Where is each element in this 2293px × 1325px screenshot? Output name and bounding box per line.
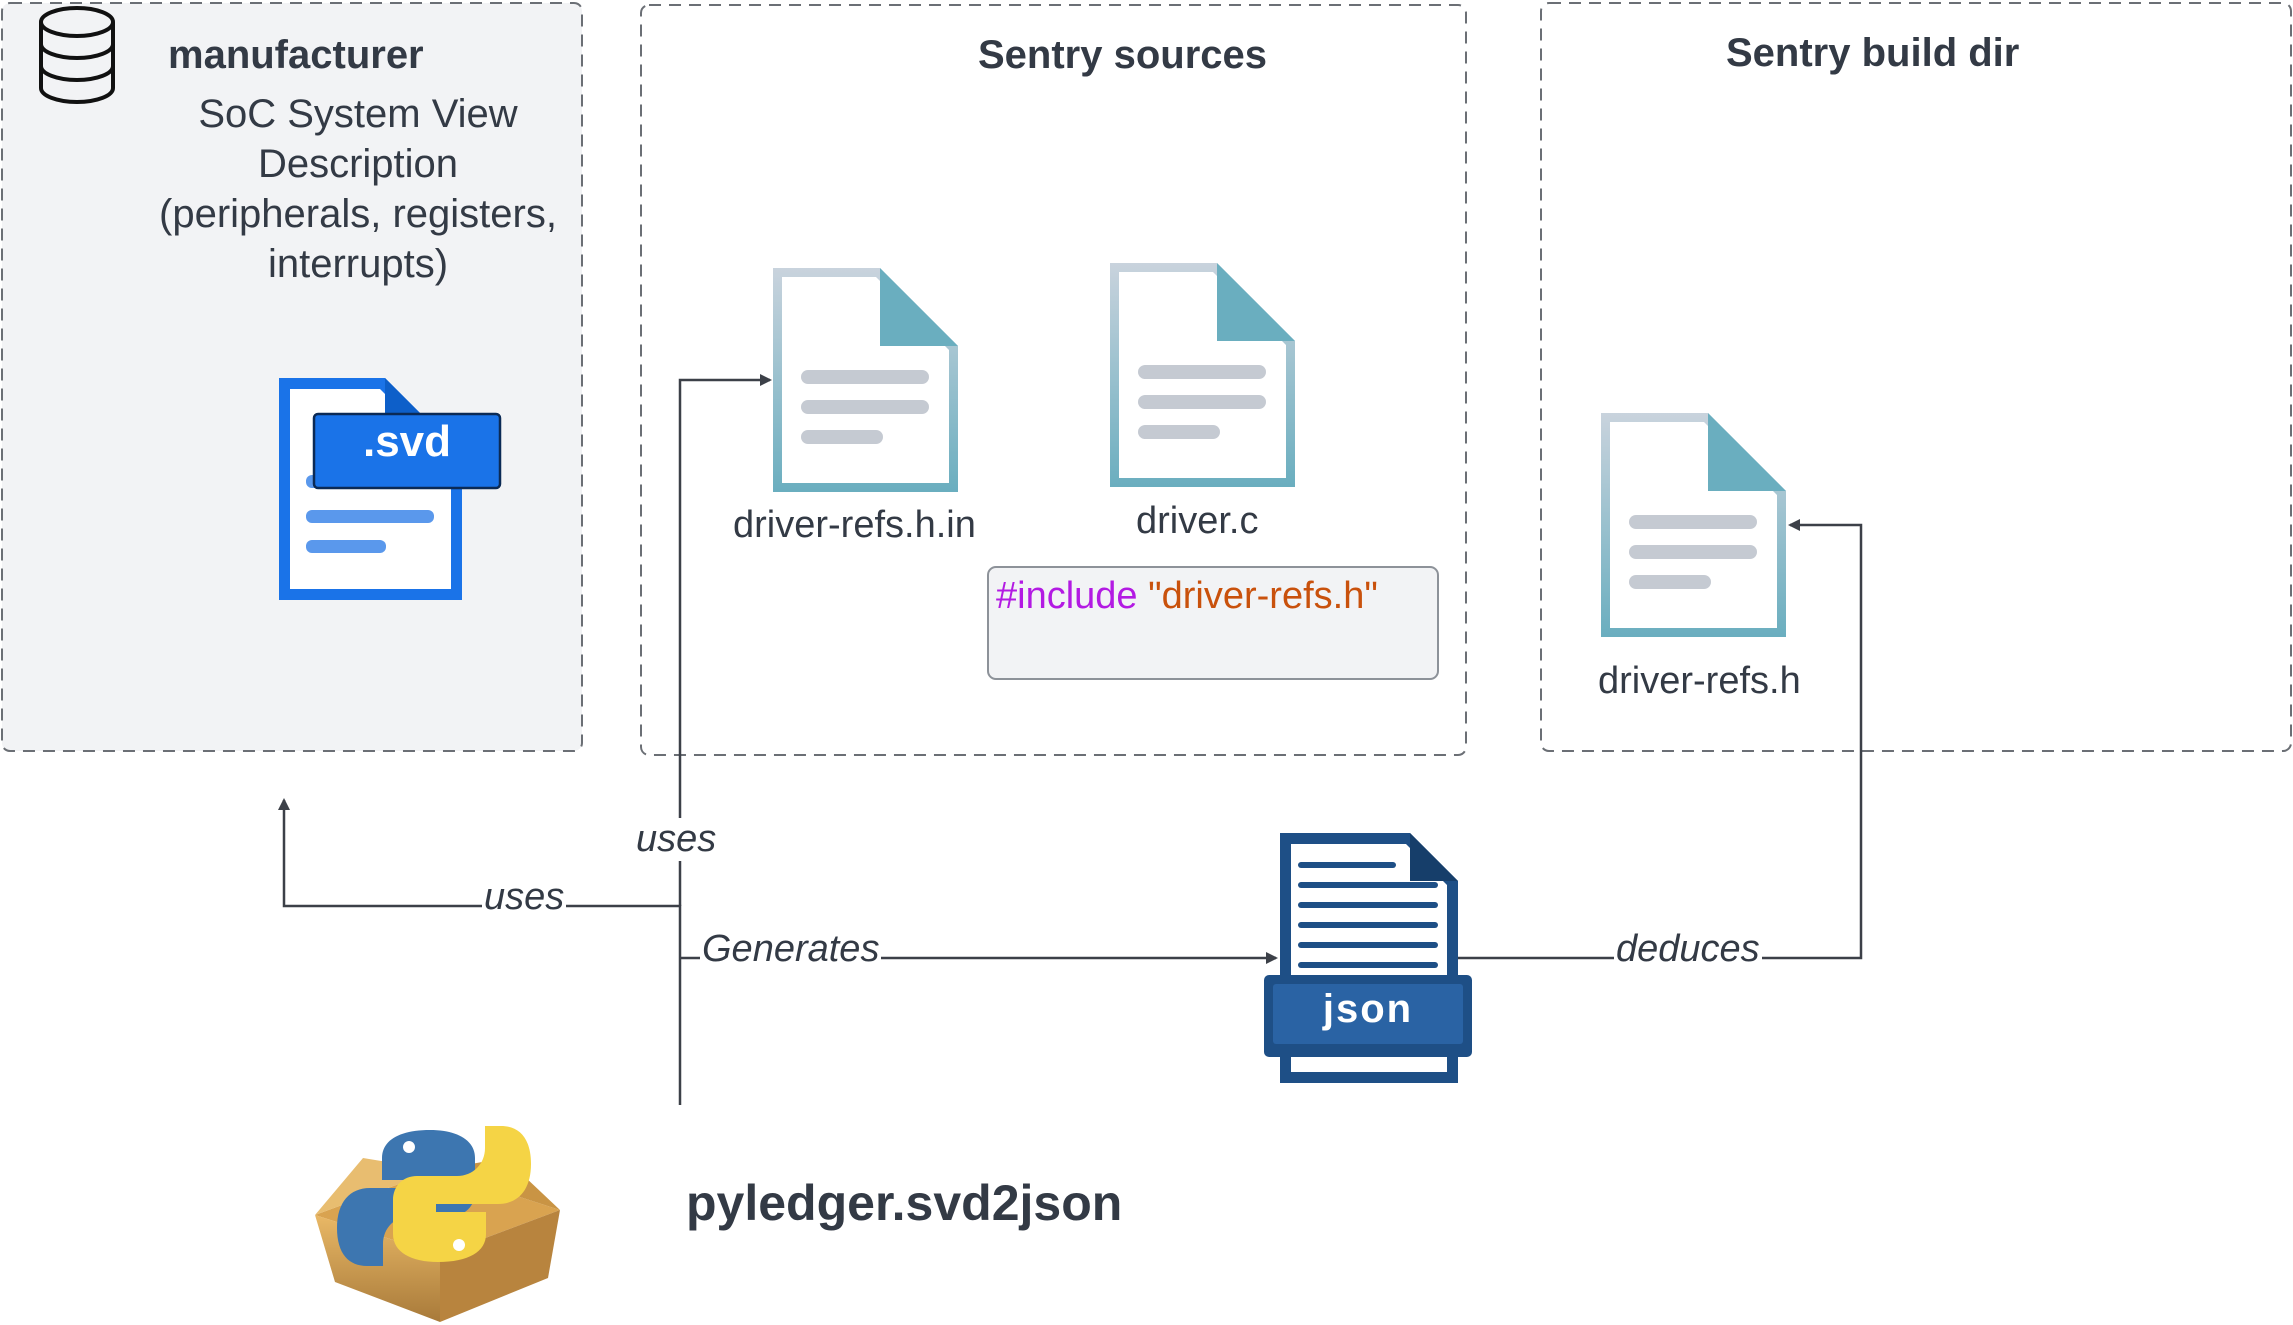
json-badge-label: json bbox=[1322, 987, 1414, 1031]
sentry-sources-container bbox=[640, 4, 1467, 756]
uses-svd-edge-label: uses bbox=[482, 876, 567, 919]
uses-template-edge-label: uses bbox=[634, 818, 719, 861]
manufacturer-title: manufacturer bbox=[168, 33, 424, 77]
json-file-icon bbox=[1264, 833, 1472, 1083]
document-icon bbox=[773, 268, 958, 492]
deduces-edge-label: deduces bbox=[1614, 928, 1762, 971]
generates-edge-label: Generates bbox=[700, 928, 882, 971]
sentry-build-dir-title: Sentry build dir bbox=[1726, 31, 2020, 75]
uses-template-connector bbox=[678, 374, 772, 906]
svd-badge-label: .svd bbox=[362, 417, 452, 466]
driver-c-label: driver.c bbox=[1136, 500, 1259, 542]
driver-refs-h-in-label: driver-refs.h.in bbox=[733, 504, 976, 546]
document-icon bbox=[1110, 263, 1295, 487]
sentry-sources-title: Sentry sources bbox=[978, 33, 1268, 77]
code-snippet: #include "driver-refs.h" bbox=[996, 575, 1378, 618]
tool-name: pyledger.svd2json bbox=[686, 1175, 1123, 1231]
sentry-build-dir-container bbox=[1540, 2, 2292, 752]
code-snippet-box bbox=[987, 566, 1439, 680]
python-package-icon bbox=[315, 1126, 560, 1322]
code-keyword: #include bbox=[996, 575, 1138, 617]
uses-svd-connector bbox=[278, 798, 682, 1105]
manufacturer-description: SoC System View Description (peripherals… bbox=[159, 92, 557, 286]
document-icon bbox=[1601, 413, 1786, 637]
driver-refs-h-label: driver-refs.h bbox=[1598, 660, 1801, 702]
svd-file-icon bbox=[279, 378, 502, 600]
database-icon bbox=[39, 6, 115, 104]
code-string: "driver-refs.h" bbox=[1148, 575, 1378, 617]
